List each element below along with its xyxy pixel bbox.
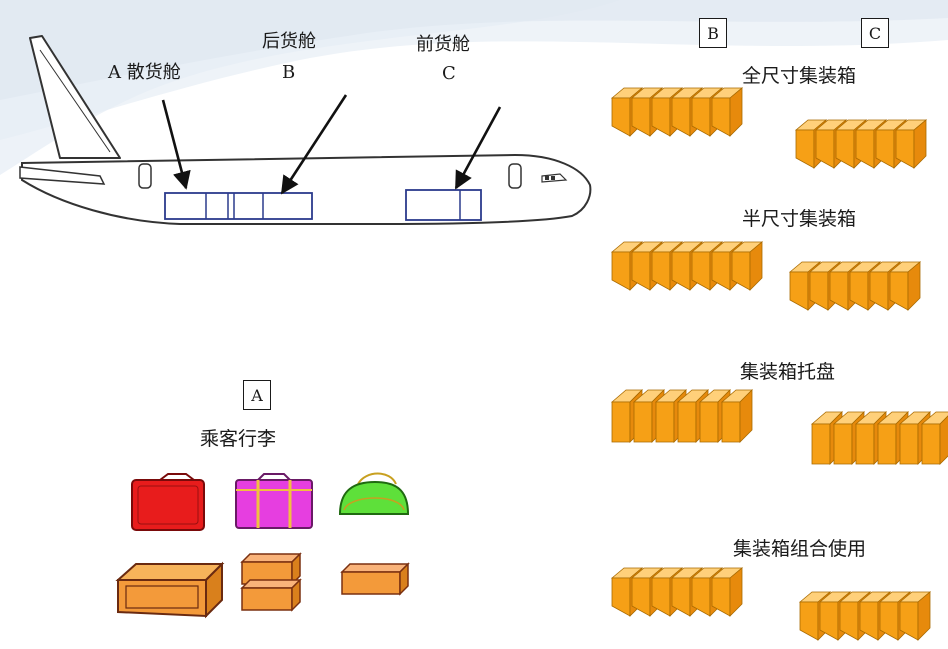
half-size-container-row bbox=[611, 241, 763, 291]
arrow-to-aft-hold bbox=[280, 94, 348, 195]
full-size-container-row bbox=[795, 119, 927, 169]
combined-container-row bbox=[611, 567, 743, 617]
arrow-to-forward-hold bbox=[454, 106, 502, 190]
container-letter-box-b: B bbox=[699, 18, 727, 48]
combined-container-row bbox=[799, 591, 931, 641]
forward-cargo-hold bbox=[405, 189, 482, 221]
large-orange-case bbox=[115, 561, 225, 619]
container-letter-box-c: C bbox=[861, 18, 889, 48]
green-bag bbox=[338, 472, 410, 515]
container-pallet-row bbox=[811, 411, 948, 465]
half-size-container-row bbox=[789, 261, 921, 311]
small-orange-case bbox=[340, 562, 410, 596]
aft-and-bulk-cargo-hold bbox=[164, 192, 313, 220]
aircraft-illustration bbox=[19, 35, 592, 225]
magenta-suitcase bbox=[235, 473, 313, 529]
container-pallet-title: 集装箱托盘 bbox=[740, 361, 836, 383]
combined-container-title: 集装箱组合使用 bbox=[733, 538, 867, 560]
forward-hold-letter: C bbox=[442, 63, 456, 84]
aft-hold-label: 后货舱 bbox=[262, 31, 316, 52]
passenger-baggage-letter-box: A bbox=[243, 380, 271, 410]
stacked-orange-cases bbox=[240, 552, 302, 612]
half-size-container-title: 半尺寸集装箱 bbox=[742, 208, 857, 230]
container-pallet-row bbox=[611, 389, 753, 443]
full-size-container-row bbox=[611, 87, 743, 137]
forward-hold-label: 前货舱 bbox=[416, 34, 470, 55]
aft-hold-letter: B bbox=[282, 62, 296, 83]
arrow-to-bulk-hold bbox=[161, 99, 191, 190]
bulk-hold-label: A 散货舱 bbox=[108, 62, 181, 83]
passenger-baggage-title: 乘客行李 bbox=[200, 428, 277, 450]
full-size-container-title: 全尺寸集装箱 bbox=[742, 65, 857, 87]
red-suitcase bbox=[131, 473, 205, 531]
